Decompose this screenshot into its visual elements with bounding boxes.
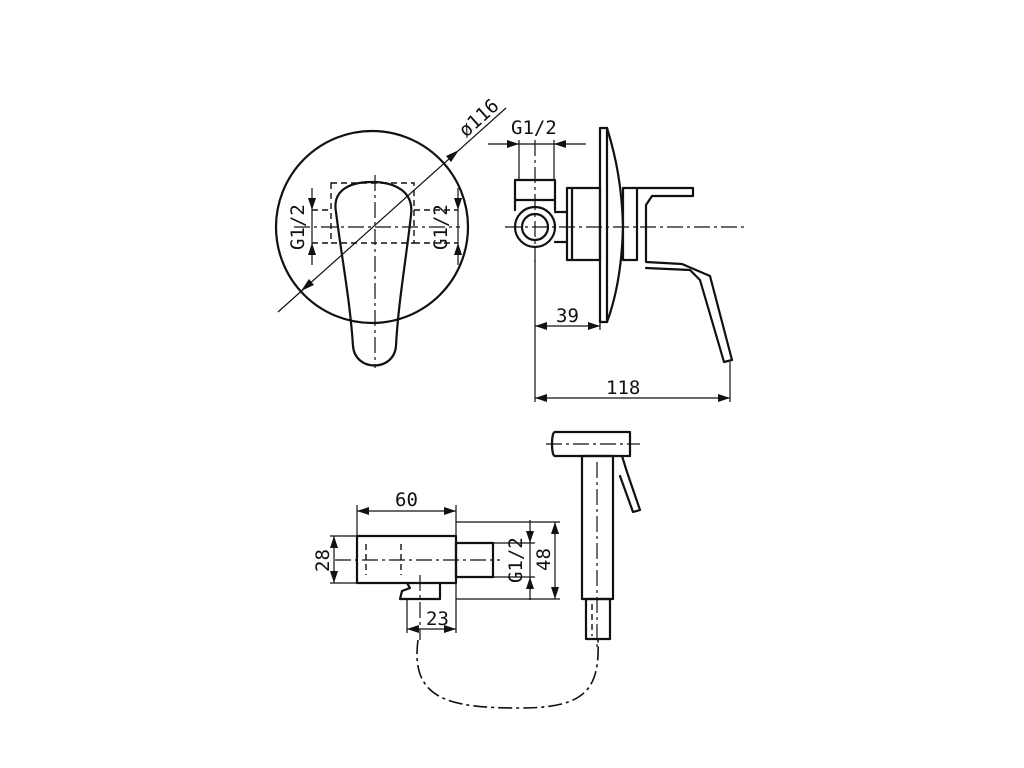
- diameter-arrow-bottom: [301, 279, 314, 291]
- depth-body-arrow-right: [588, 322, 600, 330]
- valve-length-arrow-right: [444, 507, 456, 515]
- lever-profile: [635, 186, 734, 364]
- valve-height-arrow-bottom: [330, 571, 338, 583]
- valve-height-label: 28: [312, 549, 334, 572]
- valve-length-arrow-left: [357, 507, 369, 515]
- hidden-mixer-body: [330, 182, 415, 244]
- thread-left-arrow-top: [308, 198, 316, 210]
- inlet-neck: [513, 198, 569, 244]
- diameter-dimension-line: [277, 107, 507, 313]
- valve-depth-arrow-top: [551, 522, 559, 534]
- thread-right-arrow-bottom: [454, 243, 462, 255]
- thread-front-right-label: G1/2: [430, 204, 452, 250]
- lever-handle: [334, 180, 413, 367]
- outlet-offset-label: 23: [426, 608, 449, 630]
- valve-depth-label: 48: [533, 548, 555, 571]
- spray-grip: [584, 597, 612, 641]
- escutcheon-circle: [274, 129, 470, 325]
- thread-front-left-label: G1/2: [287, 204, 309, 250]
- diameter-label: ø116: [455, 95, 504, 142]
- thread-right-arrow-top: [454, 198, 462, 210]
- depth-total-label: 118: [606, 377, 640, 399]
- thread-top-arrow-right: [554, 140, 566, 148]
- front-view: ø116 G1/2 G1/2: [274, 95, 507, 368]
- rear-body: [565, 186, 602, 262]
- valve-outlet: [398, 581, 442, 601]
- depth-total-arrow-right: [718, 394, 730, 402]
- valve-depth-arrow-bottom: [551, 587, 559, 599]
- spray-trigger: [618, 454, 642, 514]
- hose: [416, 639, 599, 709]
- valve-and-spray-view: 60 28 23 G1/2 48: [312, 430, 642, 709]
- valve-length-label: 60: [395, 489, 418, 511]
- depth-total-arrow-left: [535, 394, 547, 402]
- depth-body-label: 39: [556, 305, 579, 327]
- thread-top-arrow-left: [507, 140, 519, 148]
- diameter-arrow-top: [446, 150, 459, 162]
- thread-side-top-label: G1/2: [511, 117, 557, 139]
- thread-valve-arrow-top: [526, 531, 534, 543]
- valve-thread: [454, 541, 495, 579]
- thread-valve-label: G1/2: [505, 537, 527, 583]
- outlet-offset-arrow-left: [407, 625, 419, 633]
- depth-body-arrow-left: [535, 322, 547, 330]
- spray-head: [550, 430, 632, 458]
- side-view: G1/2 39 118: [488, 117, 745, 402]
- valve-height-arrow-top: [330, 536, 338, 548]
- escutcheon-curve: [605, 126, 625, 324]
- outlet-offset-arrow-right: [444, 625, 456, 633]
- front-body: [621, 186, 639, 262]
- thread-valve-arrow-bottom: [526, 577, 534, 589]
- thread-left-arrow-bottom: [308, 243, 316, 255]
